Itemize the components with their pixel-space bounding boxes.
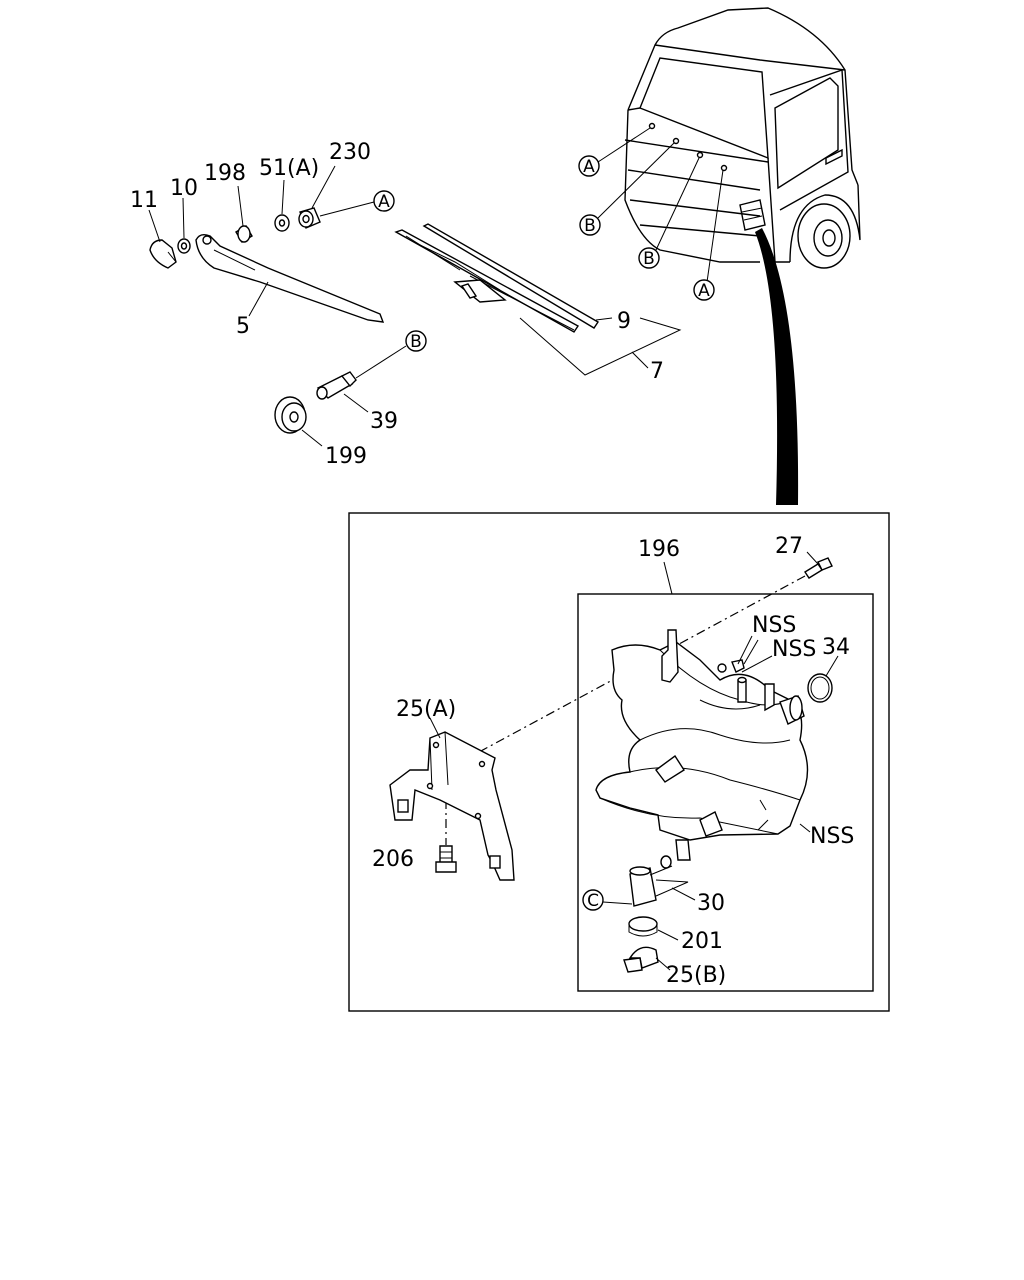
washer-nozzle [316,345,407,413]
callout-letter: A [698,281,710,301]
callout-a-cab-2: A [693,279,715,301]
label-27: 27 [775,534,803,559]
nss-hardware [717,635,811,833]
callout-a-arm: A [373,190,395,212]
bracket-25b [623,946,671,973]
callout-letter: A [378,192,390,212]
wiper-blade [394,223,682,376]
callout-b-cab-2: B [638,247,660,269]
wiper-arm-assembly [148,165,385,323]
label-7: 7 [650,359,664,384]
label-nss-1: NSS [752,613,796,638]
label-30: 30 [697,891,725,916]
callout-b-nozzle: B [405,330,427,352]
callout-letter: C [587,891,599,911]
label-25a: 25(A) [396,697,456,722]
label-5: 5 [236,314,250,339]
label-196: 196 [638,537,680,562]
callout-letter: B [643,249,655,269]
label-nss-2: NSS [772,637,816,662]
detail-inset-frame [348,512,890,1012]
nozzle-nut [274,396,323,447]
label-206: 206 [372,847,414,872]
label-11: 11 [130,188,158,213]
bracket-25a [389,717,515,881]
truck-cab-illustration [597,7,861,505]
washer-pump-30 [629,855,696,907]
callout-letter: A [583,157,595,177]
grommet-201 [628,916,679,941]
callout-c: C [582,889,633,911]
label-51a: 51(A) [259,156,319,181]
label-199: 199 [325,444,367,469]
washer-tank-subgroup-frame [577,593,874,992]
callout-b-cab-1: B [579,214,601,236]
callout-a-cab-1: A [578,155,600,177]
label-201: 201 [681,929,723,954]
callout-letter: B [410,332,422,352]
label-10: 10 [170,176,198,201]
label-198: 198 [204,161,246,186]
label-34: 34 [822,635,850,660]
tank-cap-34 [807,655,839,703]
bolt-27 [804,551,833,579]
label-230: 230 [329,140,371,165]
label-25b: 25(B) [666,963,726,988]
callout-letter: B [584,216,596,236]
label-9: 9 [617,309,631,334]
label-39: 39 [370,409,398,434]
bolt-206 [435,845,457,873]
washer-tank [595,629,809,861]
label-nss-3: NSS [810,824,854,849]
